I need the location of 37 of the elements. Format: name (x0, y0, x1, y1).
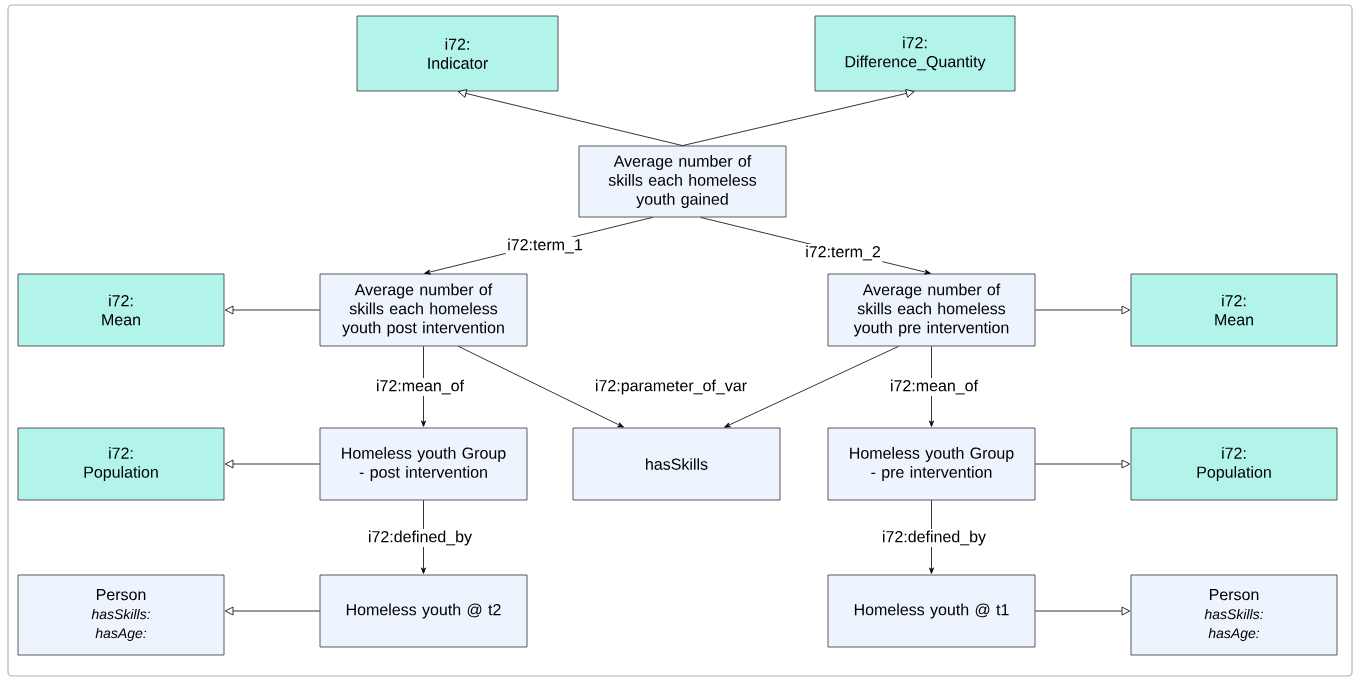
concept-box: Homeless youth Group - pre intervention (827, 427, 1036, 501)
concept-box: Homeless youth @ t1 (827, 574, 1036, 648)
arrow (421, 500, 426, 574)
arrow (224, 305, 320, 315)
concept-box: Average number of skills each homeless youth gained (578, 145, 787, 218)
edge-label: i72:mean_of (374, 378, 466, 396)
class-box: i72: Indicator (356, 15, 559, 92)
arrow (421, 346, 426, 427)
concept-box: Person hasSkills: hasAge: (1130, 574, 1338, 656)
class-box: i72: Difference_Quantity (814, 15, 1016, 92)
edge-label: i72:defined_by (880, 529, 988, 547)
arrow (724, 346, 899, 428)
class-box: i72: Mean (1130, 273, 1338, 347)
arrow (929, 500, 934, 574)
concept-box: Person hasSkills: hasAge: (17, 574, 225, 656)
concept-box: Homeless youth Group - post intervention (319, 427, 528, 501)
arrow (458, 346, 624, 428)
edge-label: i72:term_1 (505, 237, 585, 255)
concept-box: Homeless youth @ t2 (319, 574, 528, 648)
edge-label: i72:parameter_of_var (593, 378, 749, 396)
arrow (1035, 305, 1131, 315)
arrow (224, 606, 320, 616)
arrow (224, 459, 320, 469)
edge-label: i72:term_2 (803, 244, 883, 262)
edge-label: i72:mean_of (888, 378, 980, 396)
concept-box: hasSkills (572, 427, 781, 501)
concept-box: Average number of skills each homeless youth post intervention (319, 273, 528, 347)
arrow (682, 89, 915, 146)
class-box: i72: Mean (17, 273, 225, 347)
edge-label: i72:defined_by (366, 529, 474, 547)
class-box: i72: Population (17, 427, 225, 501)
class-box: i72: Population (1130, 427, 1338, 501)
concept-box: Average number of skills each homeless youth pre intervention (827, 273, 1036, 347)
arrow (1035, 459, 1131, 469)
arrow (929, 346, 934, 427)
arrow (458, 89, 683, 146)
arrow (1035, 606, 1131, 616)
